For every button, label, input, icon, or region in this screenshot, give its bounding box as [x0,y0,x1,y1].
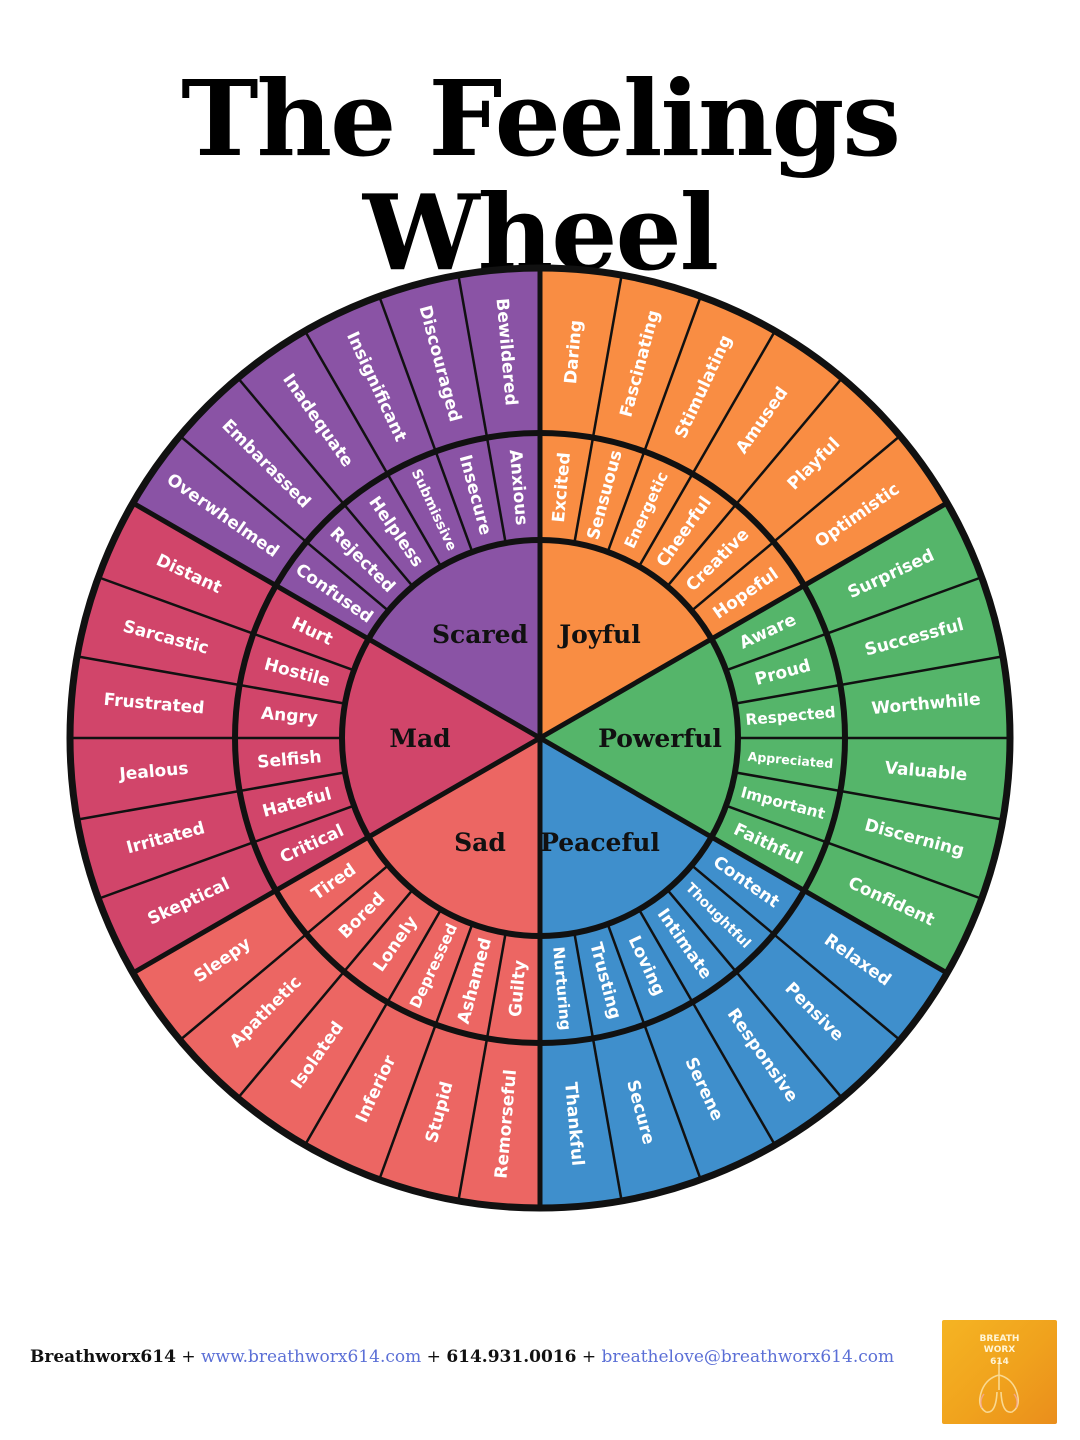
outer-divider [591,1038,623,1202]
middle-divider [485,437,507,544]
middle-divider [342,888,414,973]
middle-divider [386,473,443,568]
section-peaceful: PeacefulContentThoughtfulIntimateLovingT… [540,738,948,1208]
section-divider [131,500,542,741]
lungs-icon [978,1360,1020,1413]
middle-divider [637,908,694,1003]
middle-feeling-appreciated: Appreciated [747,749,834,771]
section-divider [131,735,542,976]
section-wedge [132,738,540,1208]
middle-divider [342,503,414,588]
middle-divider [386,908,443,1003]
outer-divider [840,655,1004,687]
outer-divider [826,841,983,900]
outer-divider [97,841,254,900]
core-emotion-label: Mad [389,724,450,753]
middle-divider [606,923,646,1026]
footer-website-link[interactable]: www.breathworx614.com [200,1347,422,1367]
middle-feeling-angry: Angry [260,704,318,729]
core-emotion-label: Scared [432,620,528,649]
outer-divider [179,933,308,1042]
outer-divider [840,789,1004,821]
footer-brand: Breathworx614 [30,1347,176,1367]
outer-divider [643,1024,702,1181]
outer-divider [643,295,702,452]
section-mad: MadCriticalHatefulSelfishAngryHostileHur… [70,503,540,973]
outer-divider [772,434,901,543]
middle-divider [690,864,775,936]
outer-divider [303,330,389,475]
middle-divider [690,540,775,612]
core-emotion-label: Joyful [557,620,640,649]
middle-divider [725,804,828,844]
middle-divider [573,437,595,544]
middle-divider [434,923,474,1026]
outer-divider [303,1001,389,1146]
middle-ring [232,430,848,1046]
outer-divider [179,434,308,543]
middle-divider [252,804,355,844]
middle-divider [239,771,346,793]
core-emotion-label: Sad [454,828,506,857]
inner-ring [339,537,741,939]
core-emotion-label: Peaceful [540,828,660,857]
middle-divider [606,450,646,553]
footer-separator: + [576,1347,602,1367]
middle-divider [725,632,828,672]
outer-divider [236,970,345,1099]
outer-divider [76,655,240,687]
outer-divider [378,295,437,452]
outer-divider [772,933,901,1042]
middle-divider [305,864,390,936]
section-powerful: PowerfulAwareProudRespectedAppreciatedIm… [540,503,1010,973]
outer-divider [236,377,345,506]
outer-ring [66,264,1014,1212]
section-sad: SadGuiltyAshamedDepressedLonelyBoredTire… [132,738,540,1208]
outer-divider [457,274,489,438]
middle-divider [305,540,390,612]
middle-divider [734,683,841,705]
page-title: The Feelings Wheel [181,57,901,295]
footer-separator: + [175,1347,201,1367]
footer: Breathworx614 + www.breathworx614.com + … [30,1347,894,1367]
middle-divider [252,632,355,672]
outer-divider [735,970,844,1099]
middle-divider [666,888,738,973]
footer-phone: 614.931.0016 [446,1347,577,1367]
section-wedge [540,268,948,738]
outer-divider [691,1001,777,1146]
section-wedge [540,738,948,1208]
middle-divider [239,683,346,705]
middle-divider [734,771,841,793]
section-divider [538,500,949,741]
outer-divider [591,274,623,438]
outer-divider [691,330,777,475]
middle-divider [637,473,694,568]
core-emotion-label: Powerful [598,724,722,753]
outer-divider [826,576,983,635]
section-wedge [132,268,540,738]
outer-divider [457,1038,489,1202]
middle-feeling-guilty: Guilty [506,959,531,1017]
middle-divider [573,932,595,1039]
middle-divider [434,450,474,553]
logo-text: BREATH WORX 614 [979,1334,1020,1367]
outer-divider [97,576,254,635]
footer-email-link[interactable]: breathelove@breathworx614.com [601,1347,895,1367]
footer-separator: + [421,1347,447,1367]
middle-divider [485,932,507,1039]
outer-divider [378,1024,437,1181]
section-divider [538,735,949,976]
outer-divider [735,377,844,506]
outer-divider [76,789,240,821]
breathworx-logo: BREATH WORX 614 [942,1320,1057,1424]
middle-divider [666,503,738,588]
